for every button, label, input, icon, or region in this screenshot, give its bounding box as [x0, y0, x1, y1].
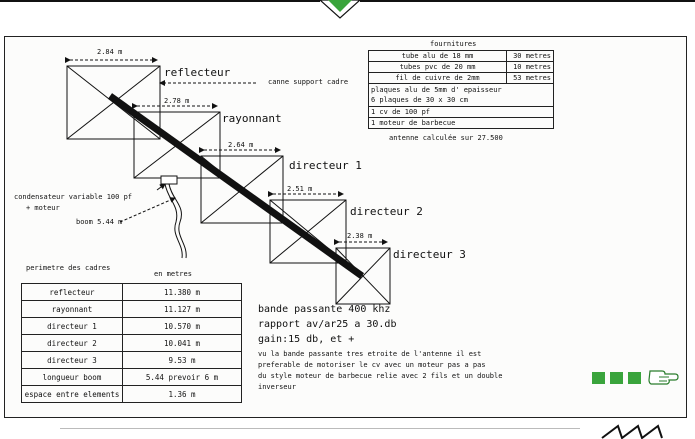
- fourn-cv: 1 cv de 100 pf: [368, 106, 554, 118]
- note-paragraph-1: vu la bande passante tres etroite de l'a…: [258, 350, 482, 358]
- fourn-item: tubes pvc de 20 mm: [368, 61, 507, 73]
- fourn-plaques-2: 6 plaques de 30 x 30 cm: [371, 96, 468, 104]
- perim-value: 10.041 m: [122, 334, 242, 352]
- fourn-qty: 10 metres: [506, 61, 554, 73]
- note-paragraph-2: preferable de motoriser le cv avec un mo…: [258, 361, 486, 369]
- top-rule-right: [360, 0, 695, 2]
- fourn-moteur: 1 moteur de barbecue: [368, 117, 554, 129]
- perim-name: reflecteur: [21, 283, 123, 301]
- perim-name: directeur 3: [21, 351, 123, 369]
- perim-value: 9.53 m: [122, 351, 242, 369]
- dim-label-directeur-3: 2.38 m: [347, 232, 373, 240]
- perim-name: directeur 1: [21, 317, 123, 335]
- note-paragraph-3: du style moteur de barbecue relie avec 2…: [258, 372, 503, 380]
- perim-name: espace entre elements: [21, 385, 123, 403]
- fourn-item: fil de cuivre de 2mm: [368, 72, 507, 84]
- perim-value: 5.44 prevoir 6 m: [122, 368, 242, 386]
- perim-value: 11.127 m: [122, 300, 242, 318]
- bottom-decoration: [601, 424, 663, 439]
- frame-reflecteur: [66, 65, 161, 140]
- fourn-item: tube alu de 18 mm: [368, 50, 507, 62]
- fourn-qty: 30 metres: [506, 50, 554, 62]
- frame-directeur-3: [335, 247, 391, 305]
- dim-label-directeur-1: 2.64 m: [228, 141, 254, 149]
- table-row: 1 moteur de barbecue: [368, 117, 554, 129]
- dim-label-reflecteur: 2.84 m: [97, 48, 123, 56]
- note-rapport: rapport av/ar25 a 30.db: [258, 319, 397, 330]
- label-directeur-2: directeur 2: [350, 205, 423, 218]
- label-reflecteur: reflecteur: [164, 66, 231, 79]
- perim-name: directeur 2: [21, 334, 123, 352]
- antenne-note: antenne calculée sur 27.500: [389, 134, 503, 142]
- perim-name: rayonnant: [21, 300, 123, 318]
- condensateur-wire: [168, 183, 187, 259]
- label-rayonnant: rayonnant: [222, 112, 282, 125]
- pointing-hand-icon: [648, 370, 679, 385]
- fourn-qty: 53 metres: [506, 72, 554, 84]
- perim-value: 11.380 m: [122, 283, 242, 301]
- perim-value: 10.570 m: [122, 317, 242, 335]
- dim-label-directeur-2: 2.51 m: [287, 185, 313, 193]
- boom-leader: [119, 197, 176, 223]
- label-condensateur: condensateur variable 100 pf: [14, 193, 133, 201]
- top-rule: [0, 0, 320, 2]
- table-row: 1 cv de 100 pf: [368, 106, 554, 118]
- green-square: [610, 372, 623, 384]
- condensateur-box: [160, 175, 178, 185]
- label-boom: boom 5.44 m: [76, 218, 123, 226]
- fourn-plaques-1: plaques alu de 5mm d' epaisseur: [371, 86, 502, 94]
- bottom-rule: [60, 428, 580, 429]
- dim-label-rayonnant: 2.78 m: [164, 97, 190, 105]
- green-square: [628, 372, 641, 384]
- label-directeur-3: directeur 3: [393, 248, 466, 261]
- perimetre-unit: en metres: [154, 270, 192, 278]
- perimetre-title: perimetre des cadres: [26, 264, 111, 272]
- label-moteur: + moteur: [26, 204, 60, 212]
- note-gain: gain:15 db, et +: [258, 334, 355, 345]
- note-bande: bande passante 400 khz: [258, 304, 391, 315]
- perim-name: longueur boom: [21, 368, 123, 386]
- label-canne: canne support cadre: [268, 78, 349, 86]
- label-directeur-1: directeur 1: [289, 159, 362, 172]
- boom: [107, 93, 365, 279]
- green-arrow-icon: [319, 0, 361, 19]
- table-row: plaques alu de 5mm d' epaisseur 6 plaque…: [368, 83, 554, 107]
- frame-directeur-1: [200, 155, 284, 224]
- perim-value: 1.36 m: [122, 385, 242, 403]
- green-square: [592, 372, 605, 384]
- note-paragraph-4: inverseur: [258, 383, 296, 391]
- fournitures-title: fournitures: [430, 40, 477, 48]
- frame-directeur-2: [269, 199, 347, 264]
